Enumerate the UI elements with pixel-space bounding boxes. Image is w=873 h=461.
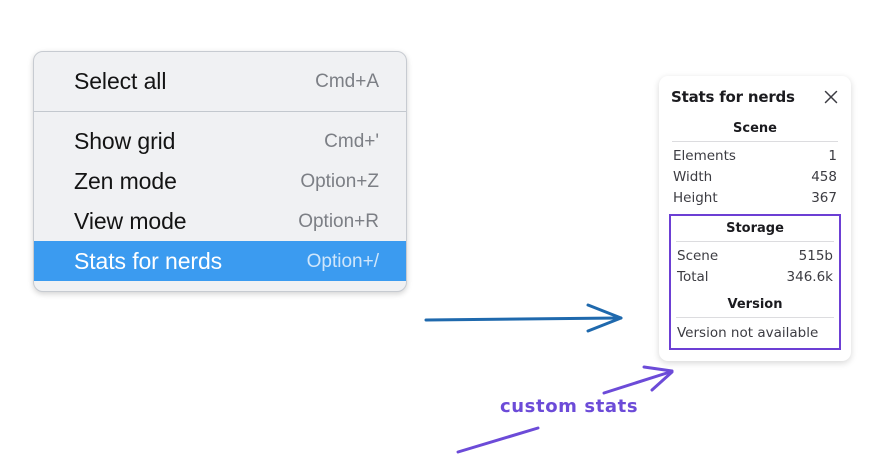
version-text: Version not available (677, 325, 819, 341)
menu-item-label: Zen mode (74, 167, 177, 194)
section-heading-version: Version (727, 297, 783, 312)
menu-item-shortcut: Option+R (298, 210, 379, 232)
close-icon[interactable] (823, 89, 839, 105)
stat-value: 458 (811, 169, 837, 185)
menu-item-label: Stats for nerds (74, 247, 223, 274)
panel-title: Stats for nerds (671, 88, 795, 106)
menu-item-show-grid[interactable]: Show grid Cmd+' (34, 121, 406, 161)
menu-item-stats-for-nerds[interactable]: Stats for nerds Option+/ (34, 241, 406, 281)
divider (676, 241, 834, 242)
menu-item-select-all[interactable]: Select all Cmd+A (34, 61, 406, 101)
stat-row-width: Width 458 (671, 167, 839, 188)
menu-group-1: Select all Cmd+A (34, 52, 406, 111)
custom-stats-block: Storage Scene 515b Total 346.6k Version … (669, 214, 841, 350)
blue-arrow (424, 303, 623, 333)
purple-underline-stroke (456, 426, 540, 454)
menu-item-shortcut: Cmd+A (315, 70, 379, 92)
section-heading-storage: Storage (726, 221, 784, 236)
stat-label: Height (673, 190, 718, 206)
stat-row-storage-scene: Scene 515b (675, 246, 835, 267)
stat-label: Scene (677, 248, 719, 264)
stat-label: Total (677, 269, 709, 285)
stat-row-elements: Elements 1 (671, 146, 839, 167)
annotation-custom-stats-label: custom stats (500, 396, 639, 417)
stats-for-nerds-panel: Stats for nerds Scene Elements 1 Width 4… (659, 76, 851, 361)
purple-arrow (602, 365, 674, 395)
stats-panel-header: Stats for nerds (671, 88, 839, 106)
stat-label: Width (673, 169, 713, 185)
menu-item-shortcut: Cmd+' (324, 130, 379, 152)
section-heading-scene: Scene (733, 121, 777, 136)
menu-group-2: Show grid Cmd+' Zen mode Option+Z View m… (34, 111, 406, 281)
stat-value: 1 (828, 148, 837, 164)
stat-value: 346.6k (786, 269, 833, 285)
stat-row-height: Height 367 (671, 188, 839, 209)
stat-row-storage-total: Total 346.6k (675, 267, 835, 288)
menu-item-label: Select all (74, 67, 167, 94)
divider (672, 141, 838, 142)
menu-item-view-mode[interactable]: View mode Option+R (34, 201, 406, 241)
menu-item-shortcut: Option+Z (300, 170, 379, 192)
menu-item-shortcut: Option+/ (306, 250, 379, 272)
menu-item-zen-mode[interactable]: Zen mode Option+Z (34, 161, 406, 201)
menu-item-label: View mode (74, 207, 187, 234)
divider (676, 317, 834, 318)
stat-value: 515b (798, 248, 833, 264)
stat-label: Elements (673, 148, 736, 164)
menu-item-label: Show grid (74, 127, 176, 154)
context-menu[interactable]: Select all Cmd+A Show grid Cmd+' Zen mod… (33, 51, 407, 292)
stat-value: 367 (811, 190, 837, 206)
